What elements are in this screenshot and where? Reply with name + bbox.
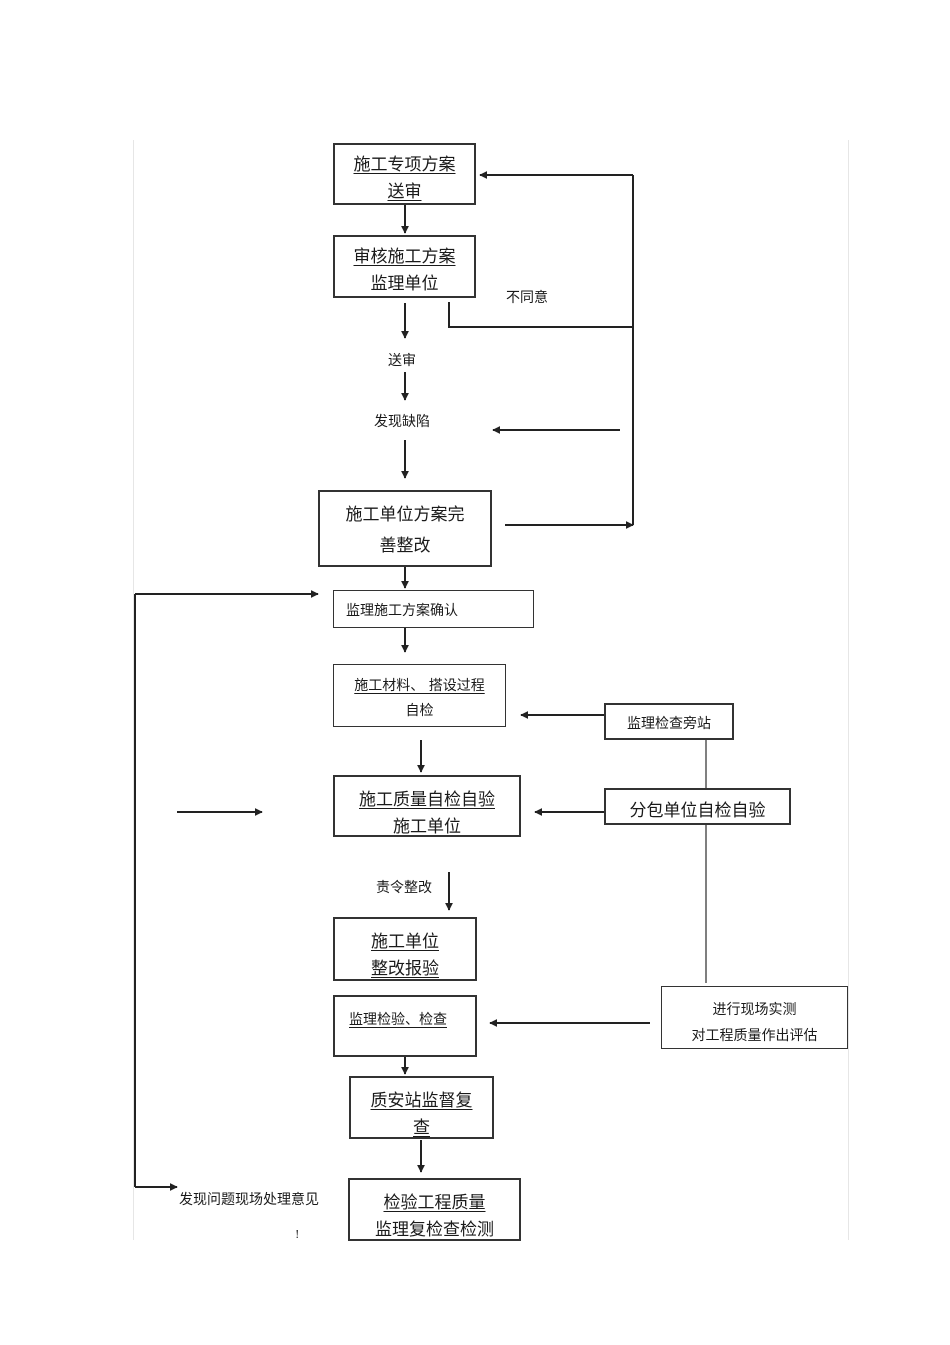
node-submit-plan: 施工专项方案 送审 [333,143,476,205]
node-onsite-measurement: 进行现场实测 对工程质量作出评估 [661,986,848,1049]
label-onsite-handling: 发现问题现场处理意见 [179,1192,319,1208]
label-disagree: 不同意 [506,290,548,306]
node-onsite-measurement-line1: 进行现场实测 [712,1002,797,1018]
node-confirm-plan: 监理施工方案确认 [333,590,534,628]
node-review-plan-line1: 审核施工方案 [353,247,456,267]
line-n2-disagree [448,302,633,328]
node-submit-plan-line1: 施工专项方案 [353,155,456,175]
node-rectify-plan-line2: 善整改 [379,536,431,556]
label-bottom-fragment: ! [295,1228,300,1241]
label-submit: 送审 [388,353,416,369]
node-supervise-inspect: 监理检验、检查 [333,995,477,1057]
node-rectify-report-line1: 施工单位 [371,932,439,952]
right-page-edge [848,140,849,1240]
node-station-review-line2: 查 [413,1118,430,1138]
label-rectify-order: 责令整改 [376,880,432,896]
label-defect: 发现缺陷 [374,414,430,430]
node-submit-plan-line2: 送审 [387,182,422,202]
node-subcontractor-check-line1: 分包单位自检自验 [629,801,766,821]
node-rectify-plan-line1: 施工单位方案完 [345,505,465,525]
node-supervise-standby: 监理检查旁站 [604,703,734,740]
node-station-review-line1: 质安站监督复 [370,1091,473,1111]
node-final-inspection-line1: 检验工程质量 [383,1193,486,1213]
node-quality-self-check-line2: 施工单位 [393,817,461,837]
node-confirm-plan-line1: 监理施工方案确认 [346,603,458,619]
node-rectify-plan: 施工单位方案完 善整改 [318,490,492,567]
node-station-review: 质安站监督复 查 [349,1076,494,1139]
node-rectify-report: 施工单位 整改报验 [333,917,477,981]
node-supervise-inspect-line1: 监理检验、检查 [349,1012,447,1028]
node-final-inspection-line2: 监理复检查检测 [375,1220,494,1240]
node-self-check-materials: 施工材料、 搭设过程 自检 [333,664,506,727]
node-review-plan-line2: 监理单位 [370,274,439,294]
node-review-plan: 审核施工方案 监理单位 [333,235,476,298]
node-rectify-report-line2: 整改报验 [371,959,439,979]
node-quality-self-check-line1: 施工质量自检自验 [359,790,495,810]
node-self-check-materials-line2: 自检 [405,703,434,719]
node-final-inspection: 检验工程质量 监理复检查检测 [348,1178,521,1241]
node-supervise-standby-line1: 监理检查旁站 [627,716,711,732]
node-quality-self-check: 施工质量自检自验 施工单位 [333,775,521,837]
node-self-check-materials-line1: 施工材料、 搭设过程 [354,678,485,694]
left-page-edge [133,140,134,1240]
node-subcontractor-check: 分包单位自检自验 [604,788,791,825]
node-onsite-measurement-line2: 对工程质量作出评估 [691,1028,818,1044]
